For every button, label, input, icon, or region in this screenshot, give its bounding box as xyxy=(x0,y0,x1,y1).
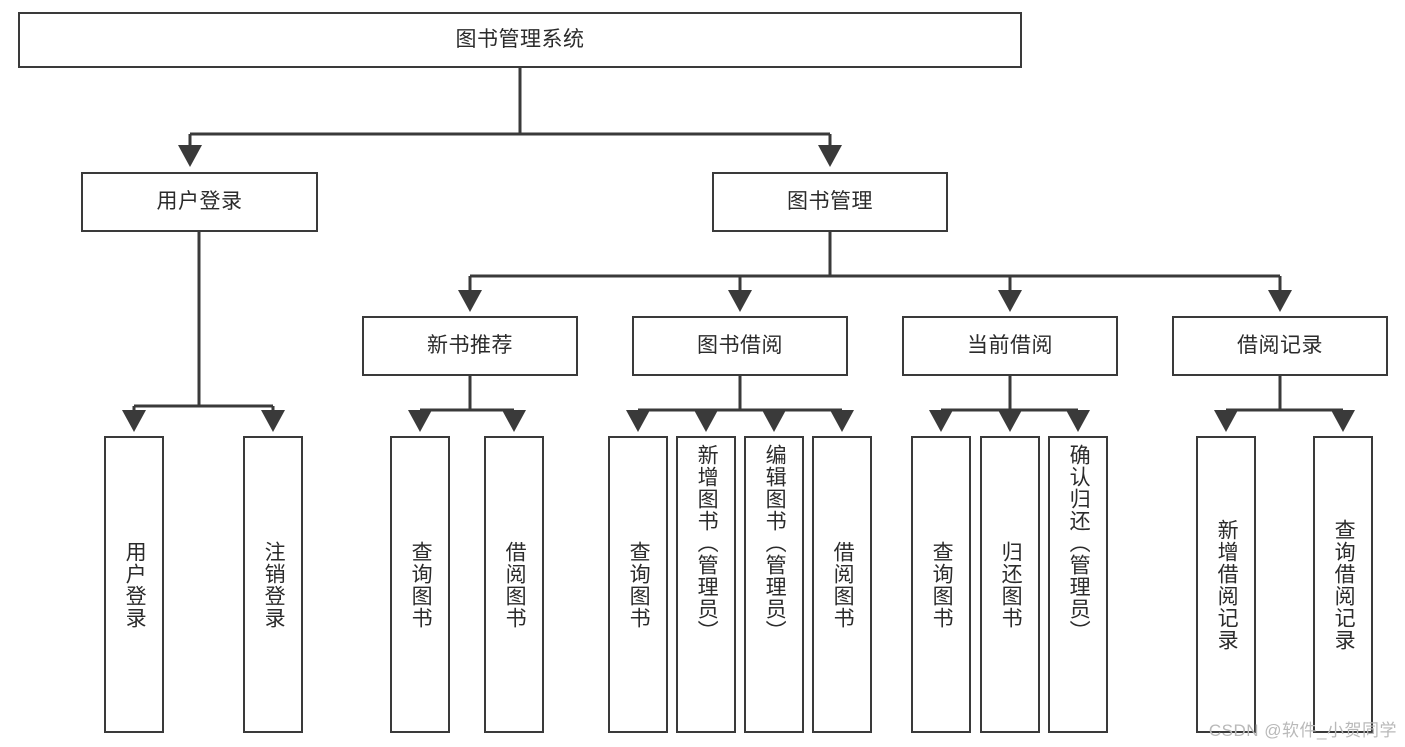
node-book-manage[interactable]: 图书管理 xyxy=(712,172,948,232)
node-book-manage-label: 图书管理 xyxy=(787,190,873,214)
node-root[interactable]: 图书管理系统 xyxy=(18,12,1022,68)
leaf-query-borrow-record[interactable]: 查询借阅记录 xyxy=(1313,436,1373,733)
node-user-login-label: 用户登录 xyxy=(156,190,243,214)
leaf-borrow-book-label: 借阅图书 xyxy=(831,540,855,629)
leaf-borrow-query-book-label: 查询图书 xyxy=(627,540,651,629)
leaf-borrow-query-book[interactable]: 查询图书 xyxy=(608,436,668,733)
leaf-new-book-query-label: 查询图书 xyxy=(409,540,433,629)
node-new-book-recommend[interactable]: 新书推荐 xyxy=(362,316,578,376)
leaf-return-book-label: 归还图书 xyxy=(999,540,1023,629)
leaf-new-book-borrow-label: 借阅图书 xyxy=(503,540,527,629)
leaf-add-borrow-record-label: 新增借阅记录 xyxy=(1215,518,1239,651)
node-new-book-recommend-label: 新书推荐 xyxy=(427,334,513,358)
node-book-borrow-label: 图书借阅 xyxy=(697,334,783,358)
leaf-edit-book-admin-label: 编辑图书（管理员） xyxy=(763,444,787,642)
leaf-user-login[interactable]: 用户登录 xyxy=(104,436,164,733)
leaf-borrow-book[interactable]: 借阅图书 xyxy=(812,436,872,733)
leaf-user-login-label: 用户登录 xyxy=(123,540,147,629)
leaf-new-book-borrow[interactable]: 借阅图书 xyxy=(484,436,544,733)
leaf-confirm-return-admin[interactable]: 确认归还（管理员） xyxy=(1048,436,1108,733)
leaf-logout-label: 注销登录 xyxy=(262,540,286,629)
leaf-new-book-query[interactable]: 查询图书 xyxy=(390,436,450,733)
leaf-add-book-admin-label: 新增图书（管理员） xyxy=(695,444,719,642)
node-user-login[interactable]: 用户登录 xyxy=(81,172,318,232)
leaf-logout[interactable]: 注销登录 xyxy=(243,436,303,733)
leaf-add-borrow-record[interactable]: 新增借阅记录 xyxy=(1196,436,1256,733)
node-borrow-record[interactable]: 借阅记录 xyxy=(1172,316,1388,376)
leaf-add-book-admin[interactable]: 新增图书（管理员） xyxy=(676,436,736,733)
leaf-query-borrow-record-label: 查询借阅记录 xyxy=(1332,518,1356,651)
leaf-edit-book-admin[interactable]: 编辑图书（管理员） xyxy=(744,436,804,733)
node-current-borrow[interactable]: 当前借阅 xyxy=(902,316,1118,376)
leaf-current-query-book-label: 查询图书 xyxy=(930,540,954,629)
watermark-text: CSDN @软件_小贺同学 xyxy=(1208,721,1397,740)
node-borrow-record-label: 借阅记录 xyxy=(1237,334,1323,358)
leaf-current-query-book[interactable]: 查询图书 xyxy=(911,436,971,733)
node-current-borrow-label: 当前借阅 xyxy=(967,334,1053,358)
node-root-label: 图书管理系统 xyxy=(455,28,585,52)
node-book-borrow[interactable]: 图书借阅 xyxy=(632,316,848,376)
leaf-confirm-return-admin-label: 确认归还（管理员） xyxy=(1067,444,1091,642)
leaf-return-book[interactable]: 归还图书 xyxy=(980,436,1040,733)
